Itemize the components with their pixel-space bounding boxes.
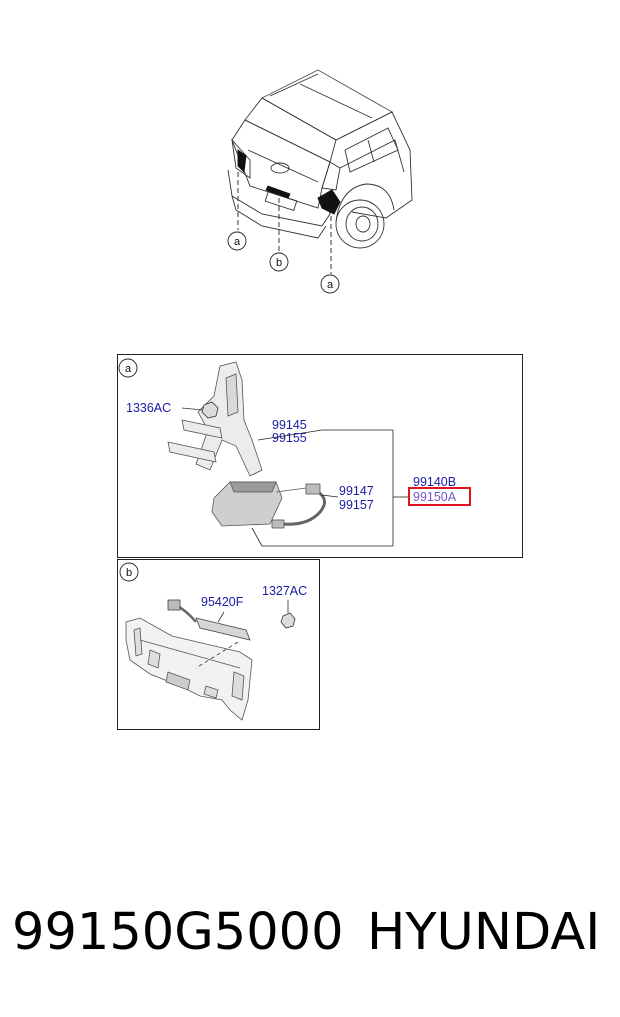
svg-text:a: a (234, 236, 241, 248)
callout-leaders (237, 172, 332, 274)
footer-part-number: 99150G5000 (12, 903, 344, 962)
callout-a-left: a (227, 231, 247, 251)
callout-b-car: b (269, 252, 289, 272)
part-99150a[interactable]: 99150A (413, 490, 457, 504)
parts-diagram: a b a a (117, 69, 523, 730)
panel-a-leaders (251, 429, 409, 547)
part-99140b[interactable]: 99140B (413, 475, 456, 489)
part-1336ac[interactable]: 1336AC (126, 401, 171, 415)
nut-1327ac-shape (280, 600, 296, 629)
part-99145[interactable]: 99145 (272, 418, 307, 432)
svg-text:a: a (327, 279, 334, 291)
part-1327ac[interactable]: 1327AC (262, 584, 307, 598)
rear-panel-illustration (125, 617, 253, 721)
callout-a-right: a (320, 274, 340, 294)
part-99147[interactable]: 99147 (339, 484, 374, 498)
highlight-box (408, 487, 471, 506)
svg-text:b: b (276, 257, 282, 269)
svg-text:a: a (125, 363, 132, 375)
sensor-unit-illustration (211, 481, 326, 529)
antenna-illustration (167, 599, 251, 669)
bracket-illustration (167, 361, 263, 477)
footer-brand: HYUNDAI (367, 903, 601, 962)
part-99157[interactable]: 99157 (339, 498, 374, 512)
car-rear-illustration (227, 69, 413, 249)
part-99155[interactable]: 99155 (272, 431, 307, 445)
part-95420f[interactable]: 95420F (201, 595, 244, 609)
nut-1336ac-shape (181, 401, 219, 419)
panel-b: b 95420F 1327AC (117, 559, 320, 730)
panel-a: a (117, 354, 523, 558)
footer (0, 848, 620, 1017)
svg-text:b: b (126, 567, 132, 579)
